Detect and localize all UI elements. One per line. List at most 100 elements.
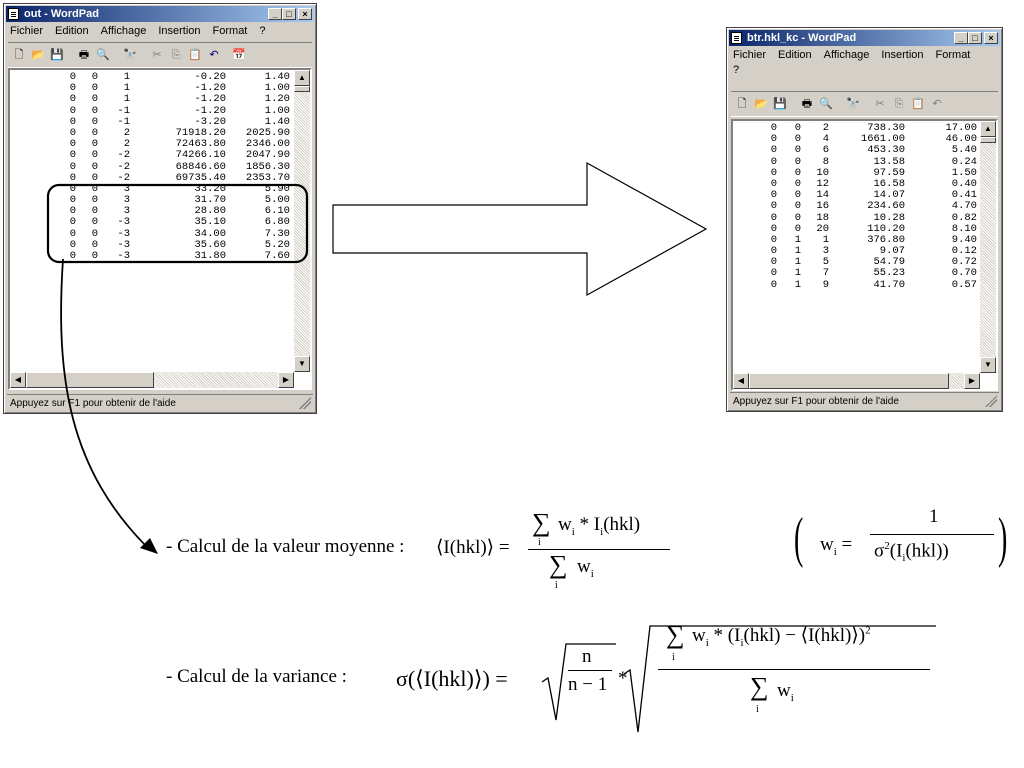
table-cell: 1 bbox=[123, 93, 130, 106]
maximize-button[interactable]: □ bbox=[282, 8, 296, 20]
scroll-right-arrow-icon[interactable]: ▶ bbox=[278, 372, 294, 388]
close-button[interactable]: × bbox=[298, 8, 312, 20]
table-cell: 0.82 bbox=[951, 211, 977, 224]
minimize-button[interactable]: _ bbox=[954, 32, 968, 44]
print-preview-icon[interactable]: 🔍 bbox=[96, 49, 110, 61]
menu-insertion[interactable]: Insertion bbox=[881, 49, 924, 61]
new-document-icon[interactable]: 🗋 bbox=[14, 49, 24, 61]
scroll-thumb-horizontal[interactable] bbox=[26, 372, 154, 388]
undo-icon[interactable]: ↶ bbox=[932, 98, 942, 110]
menu-affichage[interactable]: Affichage bbox=[100, 25, 147, 37]
menu-fichier[interactable]: Fichier bbox=[10, 25, 44, 37]
horizontal-scrollbar[interactable]: ◀ ▶ bbox=[10, 372, 294, 388]
print-icon[interactable]: 🖶 bbox=[801, 98, 813, 110]
copy-icon[interactable]: ⎘ bbox=[171, 49, 181, 61]
table-cell: 1.40 bbox=[264, 115, 290, 128]
table-cell: 0 bbox=[91, 115, 98, 128]
scroll-thumb[interactable] bbox=[294, 86, 310, 92]
copy-icon[interactable]: ⎘ bbox=[894, 98, 904, 110]
print-preview-icon[interactable]: 🔍 bbox=[819, 98, 833, 110]
table-cell: 5 bbox=[822, 256, 829, 269]
menu-format[interactable]: Format bbox=[935, 49, 971, 61]
minimize-button[interactable]: _ bbox=[268, 8, 282, 20]
mean-formula: ⟨I(hkl)⟩ = ∑ wi * Ii(hkl) i ∑ wi i bbox=[436, 508, 746, 591]
scroll-left-arrow-icon[interactable]: ◀ bbox=[10, 372, 26, 388]
maximize-button[interactable]: □ bbox=[968, 32, 982, 44]
scroll-up-arrow-icon[interactable]: ▲ bbox=[980, 121, 996, 137]
table-cell: 0 bbox=[770, 278, 777, 291]
table-cell: 0.70 bbox=[951, 267, 977, 280]
table-cell: 0 bbox=[794, 211, 801, 224]
save-icon[interactable]: 💾 bbox=[50, 49, 64, 61]
table-cell: 10 bbox=[816, 166, 829, 179]
new-document-icon[interactable]: 🗋 bbox=[737, 98, 747, 110]
vertical-scrollbar[interactable]: ▲ ▼ bbox=[294, 70, 310, 372]
table-cell: 0.41 bbox=[951, 189, 977, 202]
table-cell: 71918.20 bbox=[175, 126, 226, 139]
print-icon[interactable]: 🖶 bbox=[78, 49, 90, 61]
table-cell: 1.50 bbox=[951, 166, 977, 179]
scroll-thumb[interactable] bbox=[980, 137, 996, 143]
table-cell: 1 bbox=[123, 82, 130, 95]
cut-icon[interactable]: ✂ bbox=[152, 49, 162, 61]
menu-affichage[interactable]: Affichage bbox=[823, 49, 870, 61]
table-cell: 6.80 bbox=[264, 216, 290, 229]
close-button[interactable]: × bbox=[984, 32, 998, 44]
paste-icon[interactable]: 📋 bbox=[188, 49, 202, 61]
find-icon[interactable]: 🔭 bbox=[123, 49, 137, 61]
undo-icon[interactable]: ↶ bbox=[209, 49, 219, 61]
table-cell: 0.72 bbox=[951, 256, 977, 269]
cut-icon[interactable]: ✂ bbox=[875, 98, 885, 110]
table-cell: 41.70 bbox=[873, 278, 905, 291]
window-title: btr.hkl_kc - WordPad bbox=[747, 32, 857, 44]
table-cell: 7 bbox=[822, 267, 829, 280]
table-cell: 20 bbox=[816, 222, 829, 235]
resize-grip-icon[interactable] bbox=[985, 395, 997, 407]
table-cell: 2353.70 bbox=[245, 171, 290, 184]
scroll-down-arrow-icon[interactable]: ▼ bbox=[980, 357, 996, 373]
insert-date-icon[interactable]: 📅 bbox=[232, 49, 246, 61]
table-cell: 0 bbox=[69, 115, 76, 128]
table-cell: 2 bbox=[822, 122, 829, 134]
menu-help[interactable]: ? bbox=[733, 64, 740, 76]
variance-label: - Calcul de la variance : bbox=[166, 666, 347, 687]
horizontal-scrollbar[interactable]: ◀ ▶ bbox=[733, 373, 980, 389]
table-cell: 110.20 bbox=[867, 222, 905, 235]
table-cell: -1.20 bbox=[194, 93, 226, 106]
menu-fichier[interactable]: Fichier bbox=[733, 49, 767, 61]
table-cell: 0 bbox=[770, 233, 777, 246]
table-cell: 0 bbox=[69, 126, 76, 139]
table-cell: 234.60 bbox=[867, 200, 905, 213]
menu-help[interactable]: ? bbox=[259, 25, 266, 37]
open-folder-icon[interactable]: 📂 bbox=[754, 98, 768, 110]
table-cell: -1.20 bbox=[194, 82, 226, 95]
scroll-down-arrow-icon[interactable]: ▼ bbox=[294, 356, 310, 372]
find-icon[interactable]: 🔭 bbox=[846, 98, 860, 110]
open-folder-icon[interactable]: 📂 bbox=[31, 49, 45, 61]
status-text: Appuyez sur F1 pour obtenir de l'aide bbox=[733, 396, 899, 407]
table-cell: 0.24 bbox=[951, 155, 977, 168]
table-cell: -2 bbox=[117, 149, 130, 162]
menu-insertion[interactable]: Insertion bbox=[158, 25, 201, 37]
scroll-thumb-horizontal[interactable] bbox=[749, 373, 949, 389]
menu-format[interactable]: Format bbox=[212, 25, 248, 37]
weight-formula: ( wi = 1 σ2(Ii(hkl)) ) bbox=[794, 506, 1008, 569]
menu-edition[interactable]: Edition bbox=[778, 49, 812, 61]
resize-grip-icon[interactable] bbox=[299, 397, 311, 409]
table-cell: -1 bbox=[117, 115, 130, 128]
table-cell: 2346.00 bbox=[245, 138, 290, 151]
scroll-up-arrow-icon[interactable]: ▲ bbox=[294, 70, 310, 86]
table-cell: 69735.40 bbox=[175, 171, 226, 184]
table-cell: 0 bbox=[91, 71, 98, 83]
scroll-right-arrow-icon[interactable]: ▶ bbox=[964, 373, 980, 389]
table-cell: 5.40 bbox=[951, 144, 977, 157]
scroll-left-arrow-icon[interactable]: ◀ bbox=[733, 373, 749, 389]
table-cell: 0 bbox=[770, 177, 777, 190]
table-cell: 0 bbox=[770, 200, 777, 213]
vertical-scrollbar[interactable]: ▲ ▼ bbox=[980, 121, 996, 373]
paste-icon[interactable]: 📋 bbox=[911, 98, 925, 110]
menu-edition[interactable]: Edition bbox=[55, 25, 89, 37]
save-icon[interactable]: 💾 bbox=[773, 98, 787, 110]
